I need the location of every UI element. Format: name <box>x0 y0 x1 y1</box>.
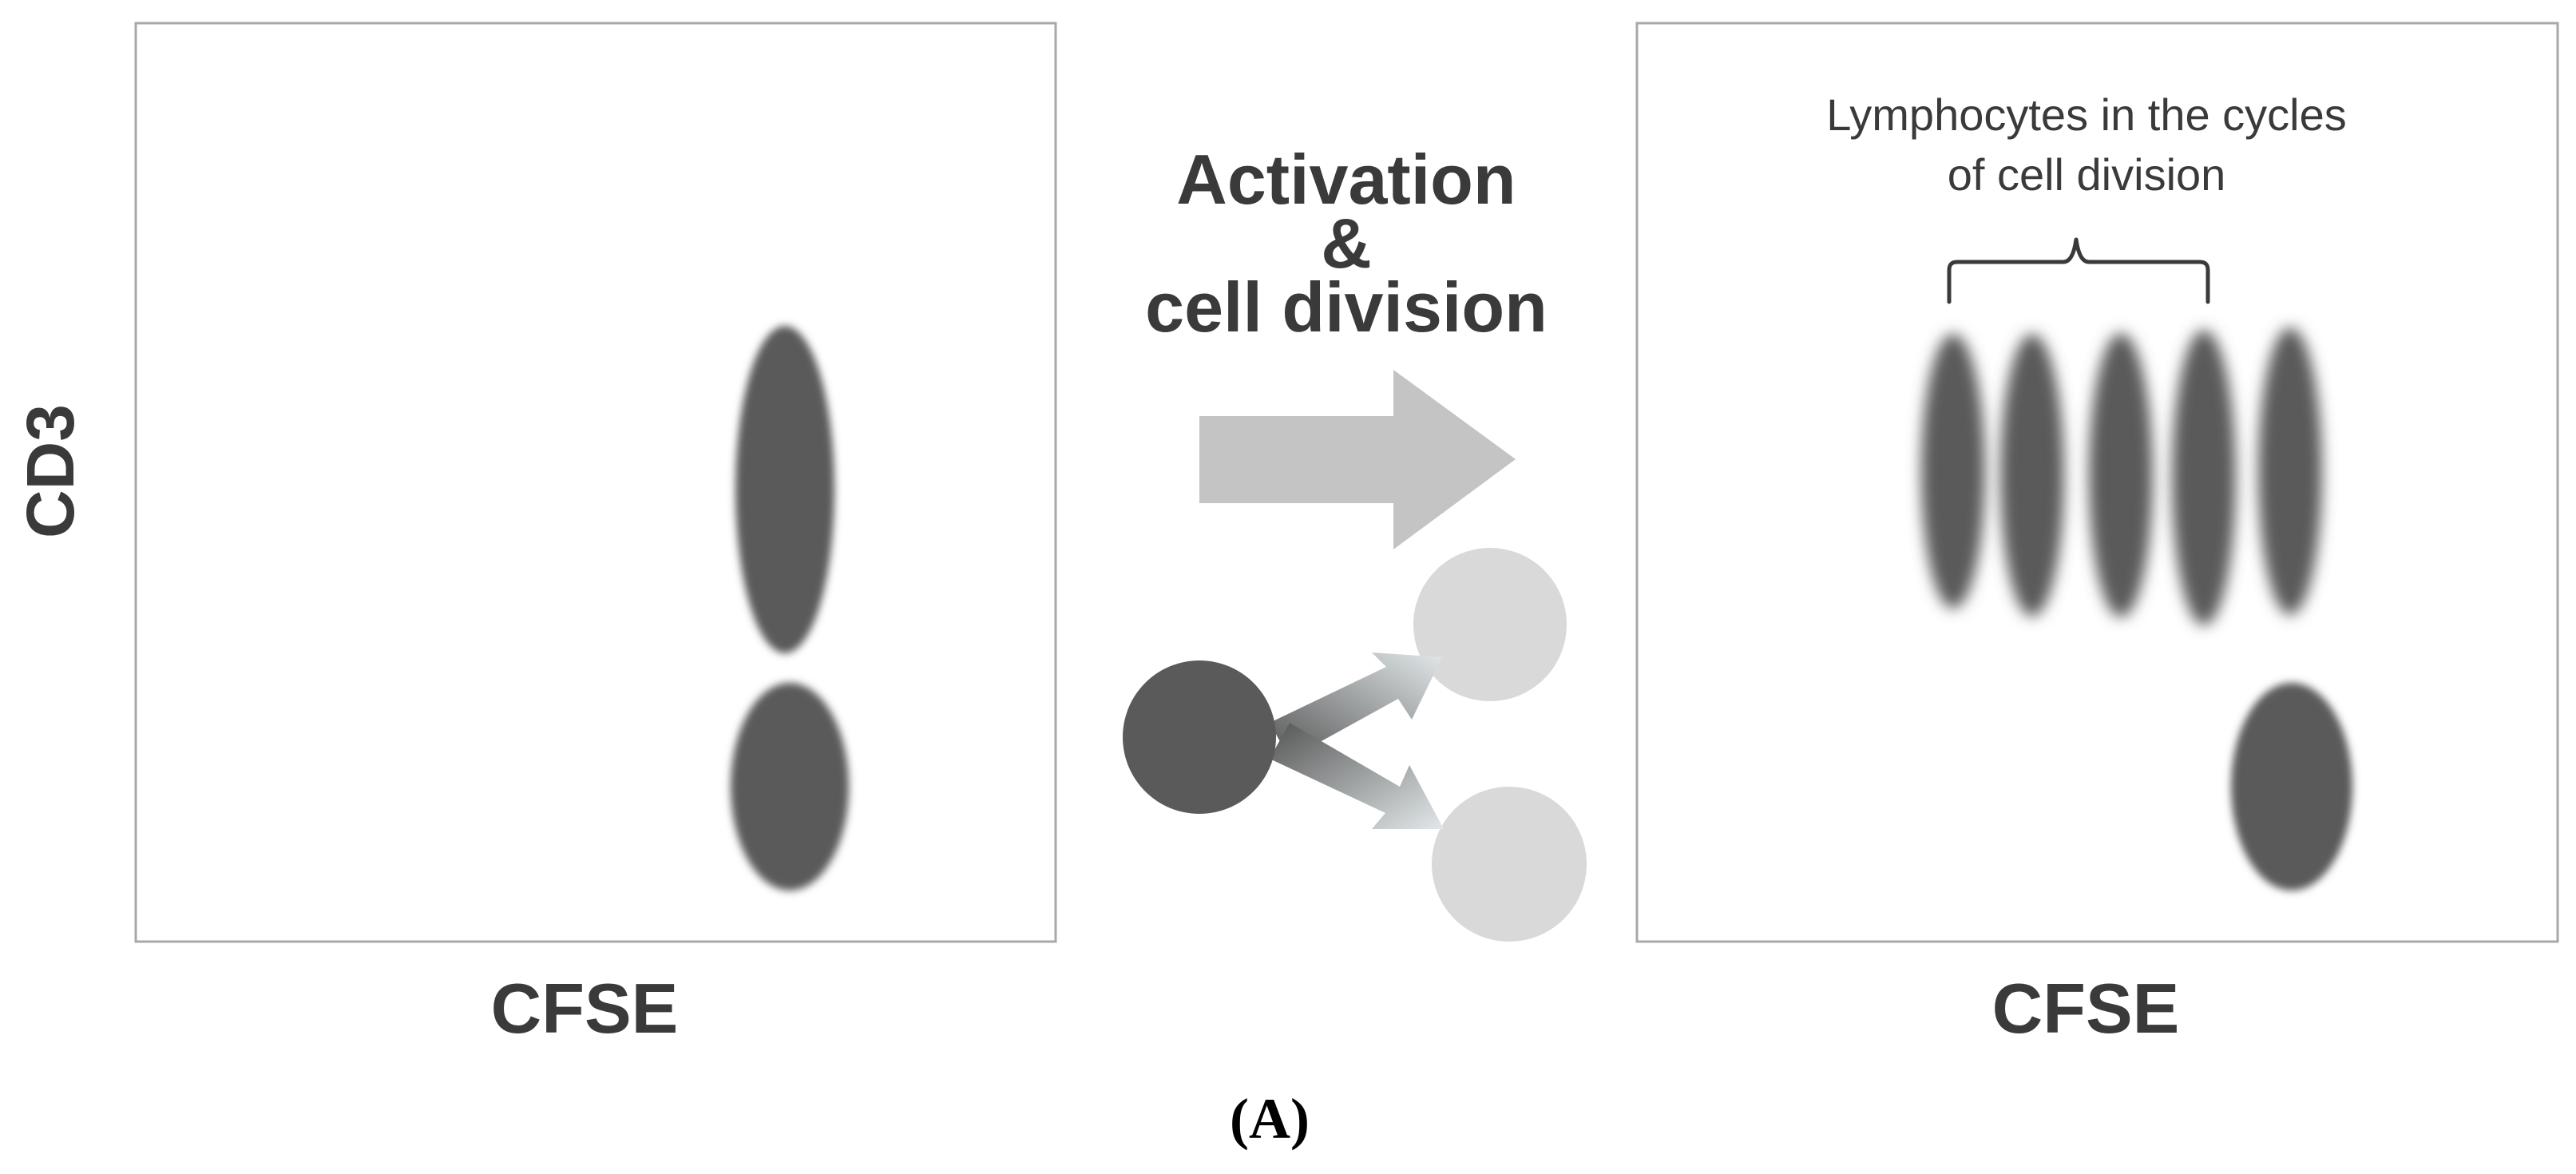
annotation-line2: of cell division <box>1948 149 2226 200</box>
division-peak-2 <box>2000 334 2064 617</box>
division-peak-1 <box>1921 334 1985 609</box>
center-title-line1: Activation <box>1176 140 1516 219</box>
division-peak-3 <box>2089 333 2153 617</box>
center-panel: Activation & cell division <box>1123 140 1587 942</box>
daughter-cell-top <box>1413 548 1567 701</box>
left-population-upper <box>735 326 834 653</box>
center-title-line3: cell division <box>1145 268 1548 347</box>
right-plot-x-label: CFSE <box>1992 969 2180 1048</box>
left-plot-x-label: CFSE <box>491 969 679 1048</box>
right-plot: Lymphocytes in the cycles of cell divisi… <box>1635 22 2559 943</box>
cell-division-icon <box>1123 548 1587 942</box>
annotation-line1: Lymphocytes in the cycles <box>1826 89 2347 140</box>
daughter-cell-bottom <box>1432 787 1587 942</box>
annotation-bracket <box>1947 237 2210 304</box>
parent-cell <box>1123 660 1276 814</box>
left-population-lower <box>731 683 849 890</box>
division-arrow-up <box>1270 652 1442 759</box>
panel-label: (A) <box>1230 1087 1310 1151</box>
right-population-lower <box>2231 683 2352 890</box>
left-plot <box>134 22 1057 943</box>
division-peak-4 <box>2172 330 2236 625</box>
right-arrow-icon <box>1199 370 1516 549</box>
y-axis-label: CD3 <box>13 404 88 538</box>
division-peak-5 <box>2258 327 2322 615</box>
division-arrow-down <box>1270 723 1444 829</box>
center-title-line2: & <box>1321 204 1372 283</box>
left-plot-frame <box>134 22 1057 943</box>
